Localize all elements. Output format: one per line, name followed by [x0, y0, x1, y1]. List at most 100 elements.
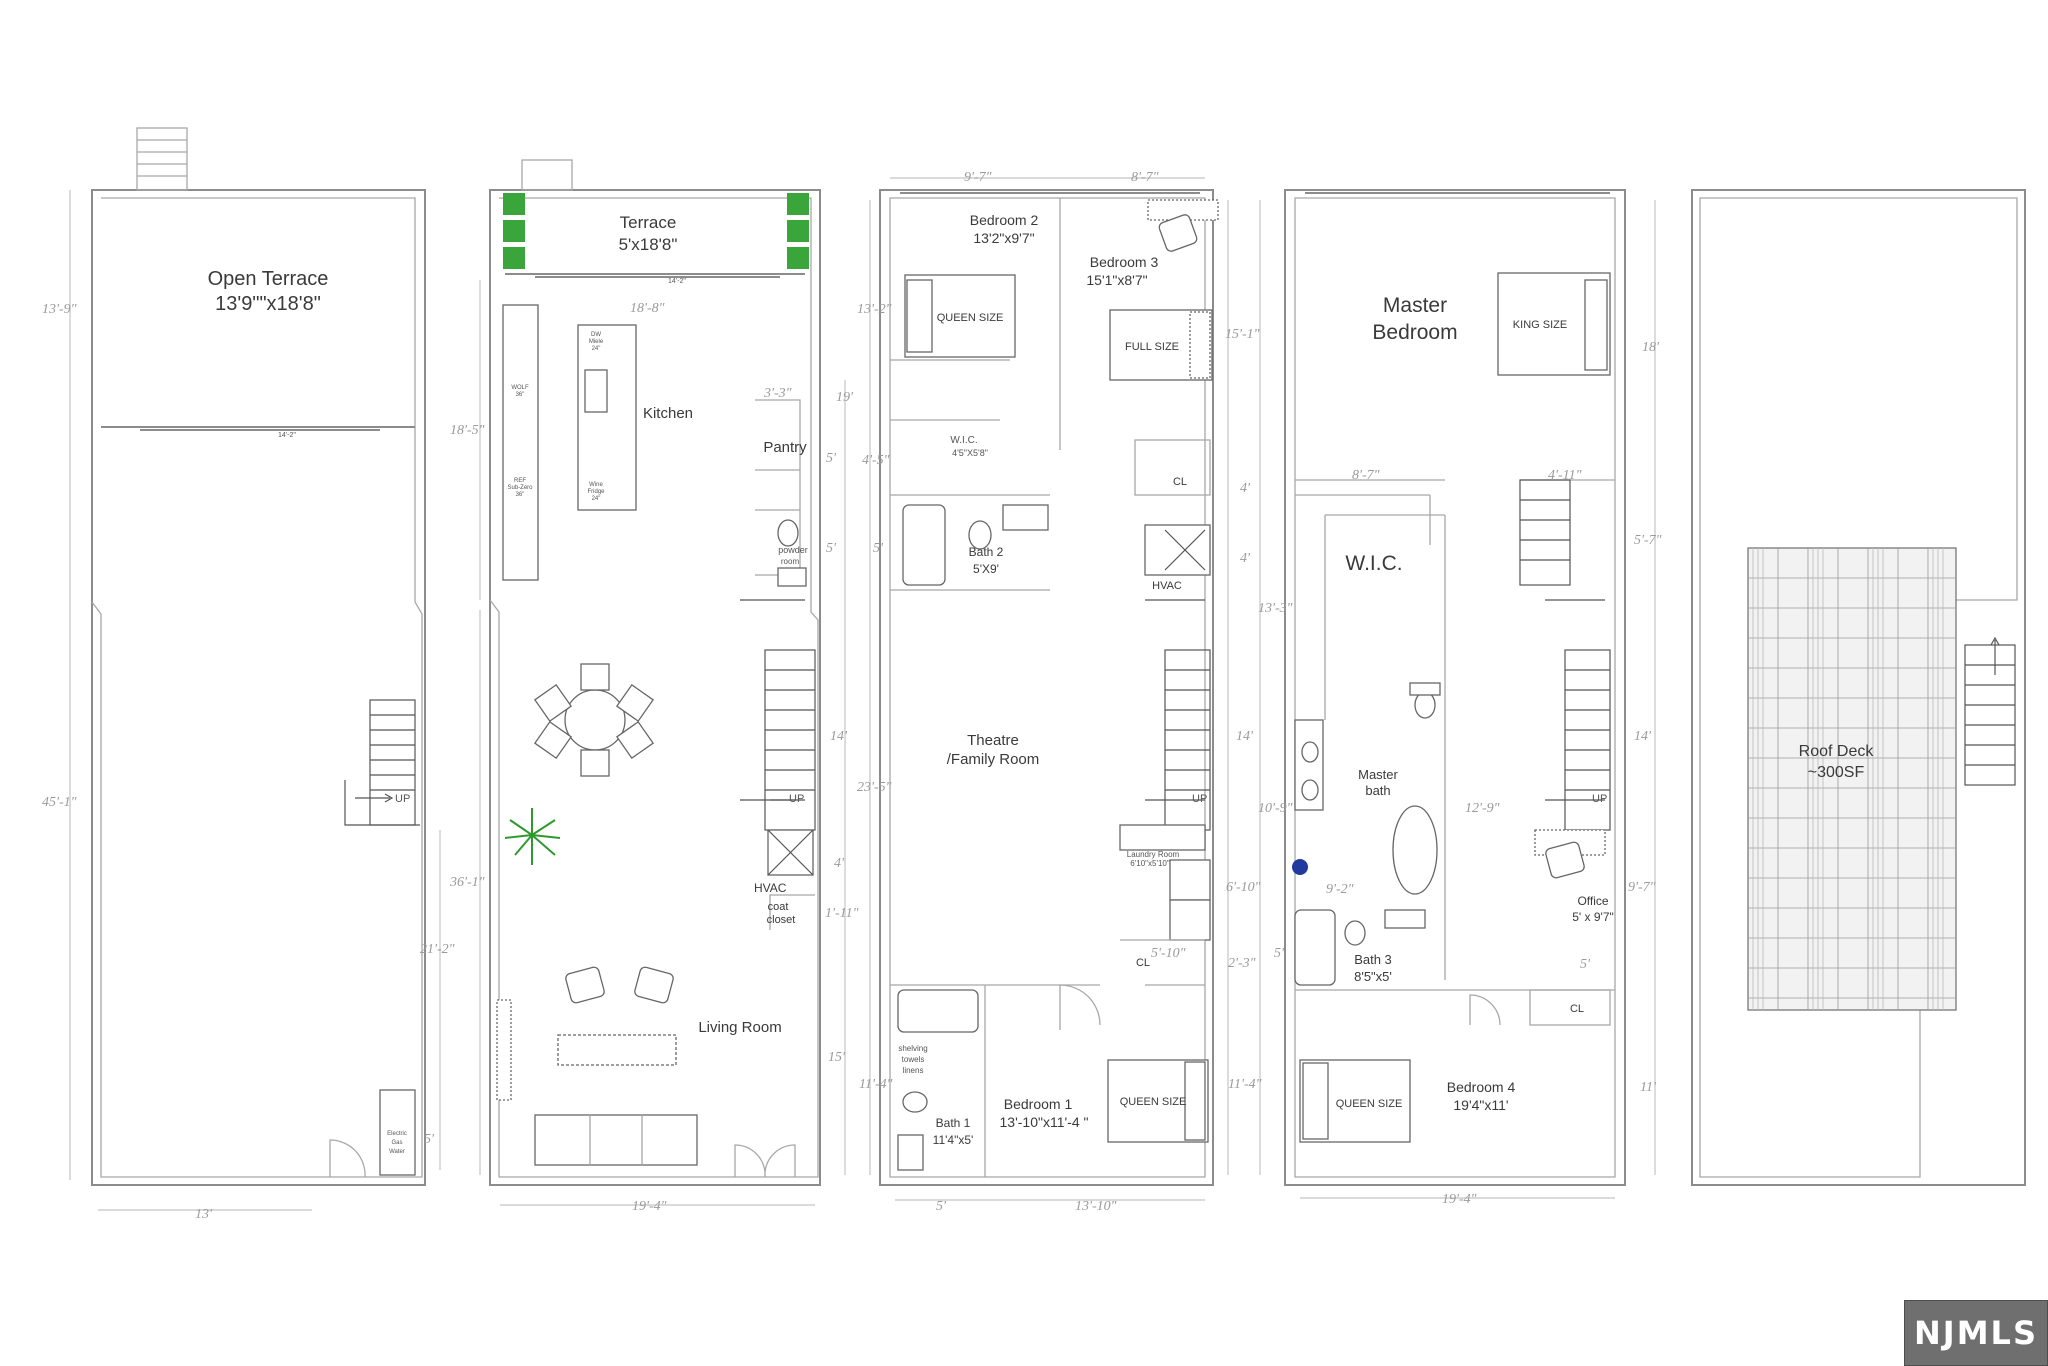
office-size: 5' x 9'7"	[1572, 910, 1614, 924]
bedroom3-size: 15'1"x8'7"	[1086, 272, 1147, 288]
dim-label: 6'-10"	[1226, 880, 1261, 895]
dim-label: 14'-2"	[278, 432, 296, 439]
theatre-label: Theatre	[967, 732, 1019, 749]
shower-icon	[1292, 859, 1308, 875]
dim-label: 1'-11"	[825, 906, 859, 921]
dim-label: 4'-11"	[1548, 468, 1582, 483]
roof-stair	[1964, 636, 2016, 786]
king-bed	[1497, 272, 1611, 376]
master-bedroom-label: Master	[1383, 294, 1447, 317]
queen-size-label: QUEEN SIZE	[1336, 1098, 1403, 1110]
dim-label: 5'	[1580, 957, 1591, 972]
laundry-size: 6'10"x5'10"	[1130, 859, 1170, 868]
appliance-label: Fridge	[587, 489, 605, 495]
full-size-label: FULL SIZE	[1125, 341, 1179, 353]
closet-label: CL	[1136, 957, 1150, 969]
laundry-label: Laundry Room	[1127, 850, 1180, 859]
dim-label: 13'-3"	[1258, 601, 1293, 616]
dim-label: 19'	[836, 390, 854, 405]
soaking-tub	[1392, 805, 1438, 895]
up-label: UP	[1192, 793, 1207, 805]
first-stair	[740, 599, 816, 831]
up-label: UP	[1592, 793, 1607, 805]
appliance-label: Wine	[589, 482, 603, 488]
appliance-label: 36"	[516, 392, 525, 398]
dim-label: 19'-4"	[632, 1199, 667, 1214]
theatre-label: /Family Room	[947, 751, 1040, 768]
bedroom3-label: Bedroom 3	[1090, 254, 1159, 270]
bedroom1-label: Bedroom 1	[1004, 1096, 1073, 1112]
powder-room-label: room	[781, 557, 800, 566]
dim-label: 15'-1"	[1225, 327, 1260, 342]
wic-label: W.I.C.	[1345, 552, 1402, 575]
roof-outline	[1691, 189, 2026, 1186]
dim-label: 4'-5"	[862, 453, 890, 468]
dim-label: 5'-7"	[1634, 533, 1662, 548]
lounge-chair	[634, 966, 674, 1004]
wic-label: W.I.C.	[950, 435, 977, 446]
roof-deck-label: Roof Deck	[1799, 743, 1875, 760]
bath2-size: 5'X9'	[973, 562, 999, 576]
dim-label: 14'	[1236, 729, 1254, 744]
master-bath-label: bath	[1365, 783, 1390, 798]
kitchen-counters	[502, 304, 637, 581]
top-stair	[136, 127, 188, 191]
dim-label: 14'	[1634, 729, 1652, 744]
dim-label: 18'	[1642, 340, 1660, 355]
bath1-label: Bath 1	[936, 1116, 971, 1130]
dining-table	[533, 663, 655, 777]
dim-label: 5'	[873, 541, 884, 556]
coat-closet-label: coat	[768, 901, 789, 913]
coat-closet-label: closet	[767, 914, 796, 926]
office-label: Office	[1577, 894, 1608, 908]
dim-label: 5'	[424, 1132, 435, 1147]
bath2-label: Bath 2	[969, 545, 1004, 559]
dim-label: 13'	[195, 1207, 213, 1222]
dim-label: 14'-2"	[668, 278, 686, 285]
dim-label: 5'	[826, 451, 837, 466]
roof-plan	[1691, 189, 2026, 1186]
sofa	[534, 1114, 698, 1166]
dim-label: 45'-1"	[42, 795, 77, 810]
up-label: UP	[789, 793, 804, 805]
dim-label: 19'-4"	[1442, 1192, 1477, 1207]
closet-label: CL	[1570, 1003, 1584, 1015]
njmls-logo: NJMLS	[1904, 1300, 2048, 1366]
bath3-size: 8'5"x5'	[1354, 969, 1392, 984]
dim-label: 8'-7"	[1352, 468, 1380, 483]
appliance-label: Sub-Zero	[507, 485, 533, 491]
dim-label: 14'	[830, 729, 848, 744]
king-size-label: KING SIZE	[1513, 319, 1567, 331]
appliance-label: Miele	[589, 339, 604, 345]
ground-floor-plan	[69, 127, 441, 1211]
dim-label: 8'-7"	[1131, 170, 1159, 185]
dim-label: 21'-2"	[420, 942, 455, 957]
dim-label: 5'-10"	[1151, 946, 1186, 961]
full-bed	[1109, 309, 1213, 381]
dim-label: 13'-2"	[857, 302, 892, 317]
kitchen-label: Kitchen	[643, 405, 693, 422]
third-stair	[1519, 479, 1611, 831]
bedroom1-size: 13'-10"x11'-4 "	[1000, 1114, 1089, 1130]
dim-label: 10'-9"	[1258, 801, 1293, 816]
dim-label: 2'-3"	[1228, 956, 1256, 971]
roof-deck-size: ~300SF	[1808, 764, 1865, 781]
up-label: UP	[395, 793, 410, 805]
ground-stair	[344, 699, 420, 826]
bedroom4-size: 19'4"x11'	[1453, 1097, 1508, 1113]
bathtub	[897, 989, 979, 1033]
dim-label: 23'-5"	[857, 780, 892, 795]
terrace-size: 5'x18'8"	[619, 235, 678, 254]
queen-bed	[1299, 1059, 1411, 1143]
utility-label: Water	[389, 1149, 405, 1155]
lounge-chair	[565, 966, 605, 1004]
pantry-label: Pantry	[763, 439, 807, 456]
dim-label: 18'-5"	[450, 423, 485, 438]
bedroom4-label: Bedroom 4	[1447, 1079, 1516, 1095]
hvac-label: HVAC	[754, 881, 787, 895]
queen-size-label: QUEEN SIZE	[937, 312, 1004, 324]
queen-bed	[904, 274, 1016, 358]
dim-label: 11'-4"	[1228, 1077, 1262, 1092]
dim-label: 12'-9"	[1465, 801, 1500, 816]
